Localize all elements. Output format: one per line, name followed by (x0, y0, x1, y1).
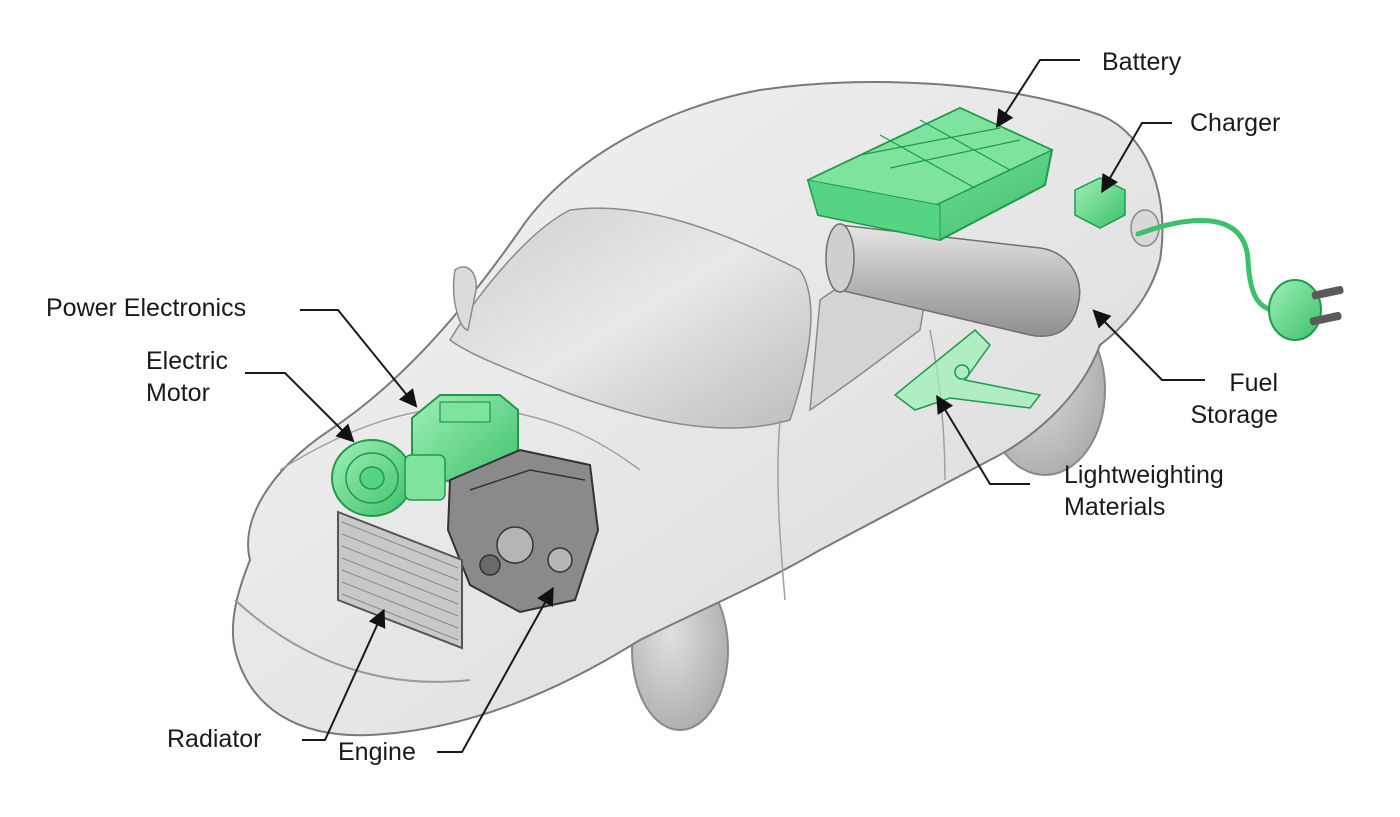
label-lightweighting-line-1: Lightweighting (1064, 461, 1224, 489)
leader-fuel-storage (1092, 309, 1205, 381)
battery-pack (806, 106, 1054, 242)
label-charger: Charger (1190, 109, 1281, 137)
label-power-electronics: Power Electronics (46, 294, 247, 322)
leader-radiator (302, 608, 386, 741)
lightweighting-part (893, 328, 1042, 411)
label-fuel-storage-line-2: Storage (1190, 401, 1278, 429)
plug-icon (1268, 279, 1344, 341)
leader-engine (437, 586, 554, 753)
leader-charger (1101, 122, 1172, 194)
label-electric-motor: Electric Motor (146, 345, 228, 409)
leader-power-electronics (300, 309, 418, 408)
label-engine: Engine (338, 738, 416, 766)
charging-cable (1135, 218, 1285, 315)
label-fuel-storage-line-1: Fuel (1229, 369, 1278, 397)
side-mirror (452, 266, 477, 331)
electric-motor-unit (331, 439, 446, 517)
radiator-unit (337, 510, 463, 650)
label-battery: Battery (1102, 48, 1182, 76)
label-radiator: Radiator (167, 725, 262, 753)
label-electric-motor-line-1: Electric (146, 347, 228, 375)
engine-block (446, 448, 600, 614)
fuel-storage-tank (825, 223, 1081, 337)
label-fuel-storage: Fuel Storage (1168, 367, 1278, 431)
windshield (449, 207, 812, 429)
leader-battery (996, 59, 1080, 129)
leader-lightweighting (936, 394, 1030, 485)
label-lightweighting-materials: Lightweighting Materials (1064, 459, 1224, 523)
label-lightweighting-line-2: Materials (1064, 493, 1166, 521)
leader-lines (245, 59, 1205, 753)
leader-electric-motor (245, 372, 355, 443)
label-electric-motor-line-2: Motor (146, 379, 210, 407)
